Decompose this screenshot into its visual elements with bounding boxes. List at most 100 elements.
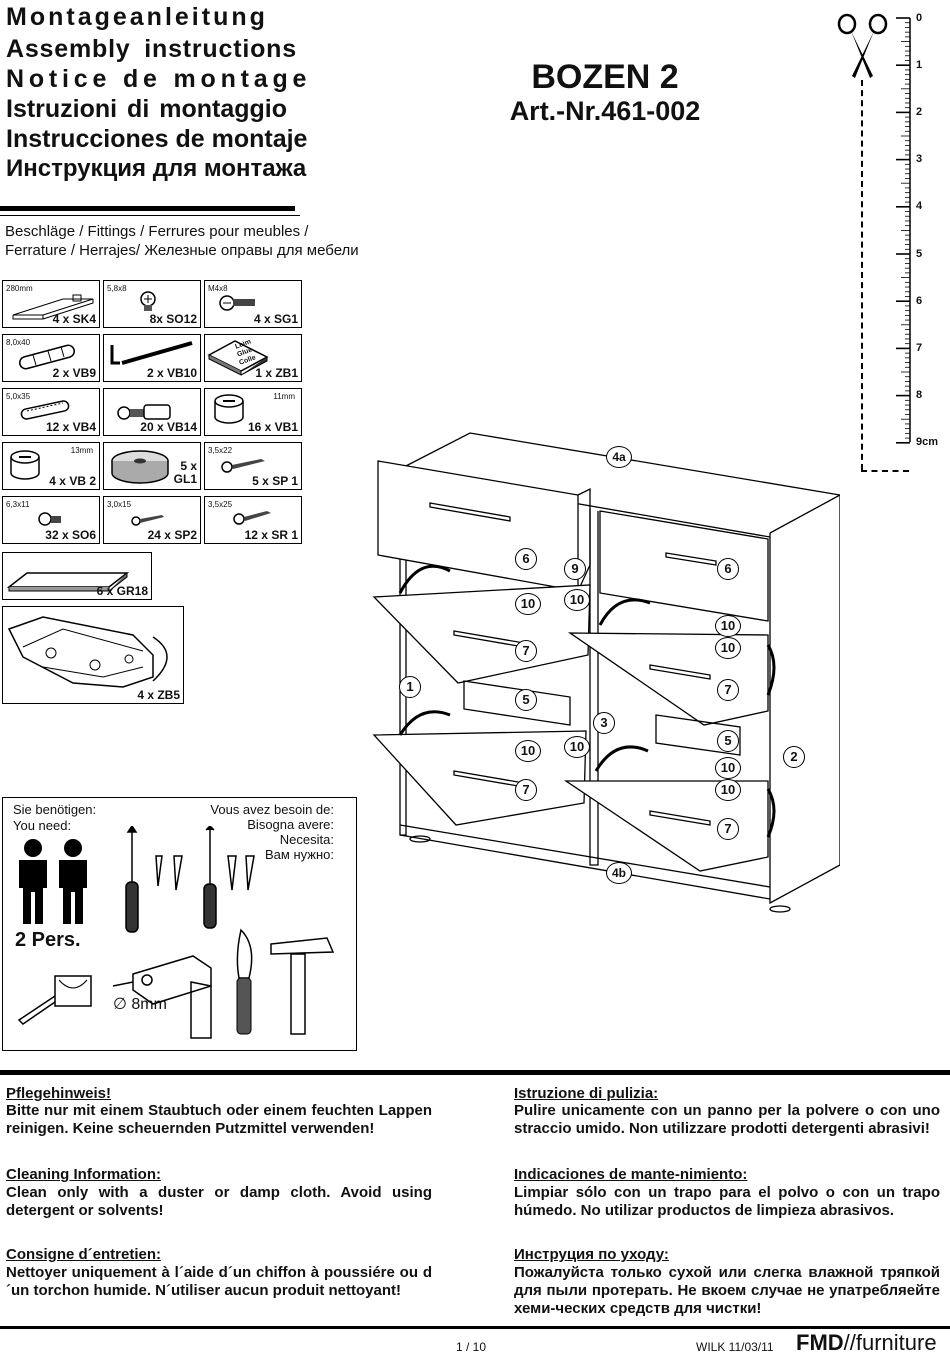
screw-icon [221,459,265,473]
fittings-heading-2: Ferrature / Herrajes/ Железные оправы дл… [5,242,359,259]
diagram-label: 6 [515,548,537,570]
needs-label-it: Bisogna avere: [247,817,334,832]
document-code: WILK 11/03/11 [696,1340,774,1354]
part-vb14: 20 x VB14 [103,388,201,436]
cabinet-diagram [372,432,840,913]
diagram-label: 10 [715,615,741,637]
title-divider [0,206,295,211]
part-vb10: 2 x VB10 [103,334,201,382]
ruler-label: 6 [916,295,923,307]
part-vb4: 5,0x35 12 x VB4 [2,388,100,436]
diagram-label: 10 [715,637,741,659]
scissors-icon [837,13,888,78]
diagram-label: 7 [717,818,739,840]
title-fr: Notice de montage [6,65,312,93]
diagram-label: 1 [399,676,421,698]
two-persons-icon [19,839,87,924]
part-size: 13mm [70,446,93,455]
care-heading-es: Indicaciones de mante-nimiento: [514,1166,748,1183]
dowel-icon [18,344,76,370]
part-qty: 4 x SK4 [52,312,96,326]
diagram-label: 10 [564,736,590,758]
rail-icon [12,294,94,320]
screw-icon [38,512,61,526]
screw-icon [219,295,255,311]
diagram-label: 4a [606,446,632,468]
hinge-icon [7,616,168,688]
part-so6: 6,3x11 32 x SO6 [2,496,100,544]
diagram-label: 10 [515,593,541,615]
part-size: M4x8 [208,284,228,293]
cam-lock-icon [214,394,244,424]
brand-bold: FMD [796,1330,844,1355]
diagram-label: 3 [593,712,615,734]
care-heading-it: Istruzione di pulizia: [514,1085,659,1102]
diagram-label: 4b [606,862,632,884]
title-ru: Инструкция для монтажа [6,155,307,182]
part-qty: 5 x GL1 [173,459,197,486]
screw-icon [140,291,156,311]
part-qty: 2 x VB9 [52,366,96,380]
diagram-label: 6 [717,558,739,580]
ruler-label: 7 [916,342,923,354]
part-qty: 2 x VB10 [146,366,197,380]
part-size: 3,5x25 [208,500,233,509]
drill-icon [112,955,212,1039]
needs-label-de: Sie benötigen: [13,802,97,817]
part-qty: 16 x VB1 [247,420,298,434]
drill-size: ∅ 8mm [113,996,167,1013]
part-sp2: 3,0x15 24 x SP2 [103,496,201,544]
cut-line [861,80,863,470]
part-gl1: 5 x GL1 [103,442,201,490]
product-article: Art.-Nr.461-002 [509,96,701,126]
diagram-label: 7 [717,679,739,701]
ruler-label: 9cm [916,436,939,448]
part-qty: 32 x SO6 [45,528,96,542]
part-zb5: 4 x ZB5 [2,606,184,704]
title-it: Istruzioni di montaggio [6,95,287,123]
care-text-en: Clean only with a duster or damp cloth. … [6,1184,432,1219]
ruler-label: 2 [916,106,923,118]
wood-dowel-icon [20,400,70,420]
part-size: 280mm [6,284,33,293]
cut-line-bottom [861,470,909,472]
part-size: 3,5x22 [208,446,233,455]
diagram-label: 7 [515,640,537,662]
tools-box: Sie benötigen: You need: Vous avez besoi… [2,797,357,1051]
part-qty: 12 x VB4 [45,420,96,434]
ruler-label: 3 [916,153,923,165]
page-number: 1 / 10 [456,1340,487,1354]
care-heading-de: Pflegehinweis! [6,1085,112,1102]
care-text-it: Pulire unicamente con un panno per la po… [514,1102,940,1137]
needs-label-en: You need: [13,818,72,833]
part-size: 3,0x15 [107,500,132,509]
title-en: Assembly instructions [6,35,297,63]
part-qty: 1 x ZB1 [255,366,298,380]
diagram-label: 10 [715,757,741,779]
part-size: 5,8x8 [107,284,127,293]
ruler-label: 4 [916,200,923,212]
part-size: 11mm [273,392,295,401]
part-sg1: M4x8 4 x SG1 [204,280,302,328]
cam-lock-icon [10,450,40,480]
ruler-label: 0 [916,12,923,24]
ruler-label: 1 [916,59,923,71]
knife-icon [236,928,253,1035]
part-size: 6,3x11 [6,500,30,509]
diagram-label: 5 [717,730,739,752]
care-text-de: Bitte nur mit einem Staubtuch oder einem… [6,1102,432,1137]
hammer-icon [270,937,335,1035]
part-size: 8,0x40 [6,338,31,347]
part-vb2: 13mm 4 x VB 2 [2,442,100,490]
needs-label-es: Necesita: [279,832,334,847]
care-heading-en: Cleaning Information: [6,1166,161,1183]
screw-icon [131,515,164,526]
diagram-label: 10 [564,589,590,611]
part-vb9: 8,0x40 2 x VB9 [2,334,100,382]
part-qty: 20 x VB14 [140,420,197,434]
screw-icon [233,511,271,525]
title-es: Instrucciones de montaje [6,125,308,153]
diagram-label: 9 [564,558,586,580]
care-text-fr: Nettoyer uniquement à l´aide d´un chiffo… [6,1264,432,1299]
part-sr1: 3,5x25 12 x SR 1 [204,496,302,544]
